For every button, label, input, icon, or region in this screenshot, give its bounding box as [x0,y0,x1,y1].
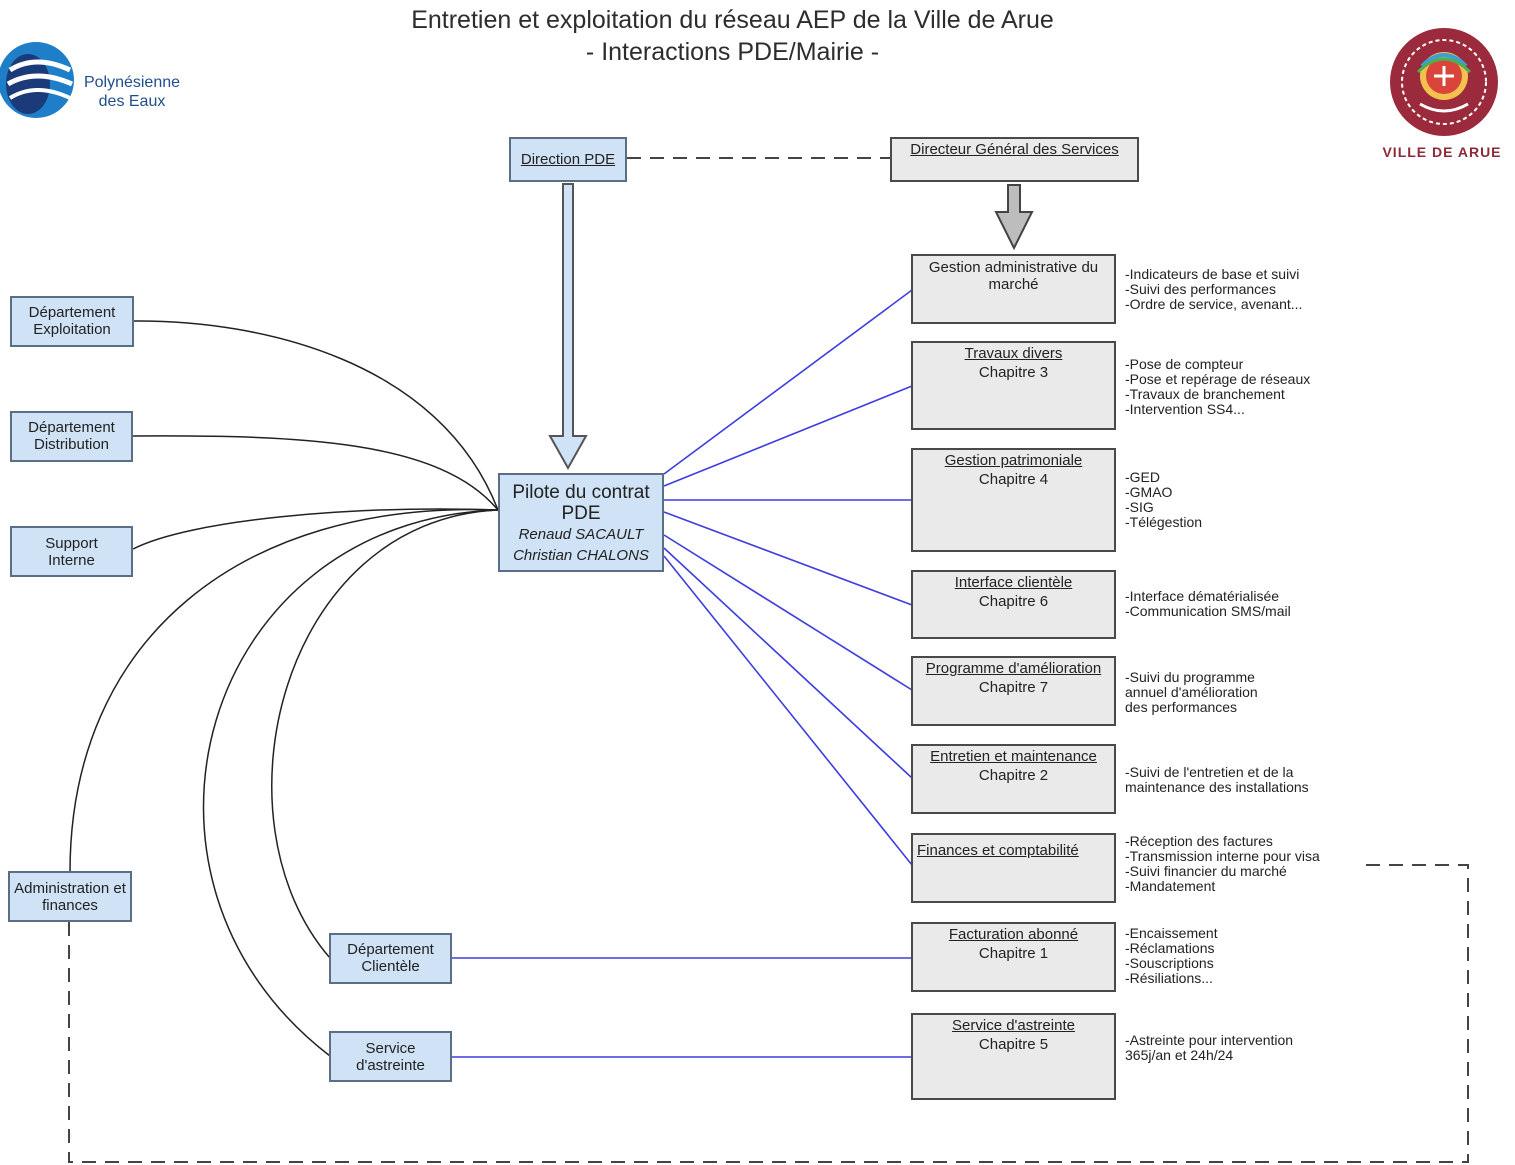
ville-de-arue-label: VILLE DE ARUE [1382,144,1502,160]
ville-de-arue-seal-icon [1390,28,1498,136]
mairie-box-interface-clientele: Interface clientèle Chapitre 6 [911,570,1116,639]
mairie-box-entretien-maintenance: Entretien et maintenance Chapitre 2 [911,744,1116,814]
dashed-loop-finances [68,864,1469,1163]
dept-exploitation-box: Département Exploitation [10,296,134,347]
mairie-box-travaux-divers: Travaux divers Chapitre 3 [911,341,1116,430]
dept-clientele-box: Département Clientèle [329,933,452,984]
pilote-contrat-box: Pilote du contrat PDE Renaud SACAULT Chr… [498,473,664,572]
notes-interface-clientele: -Interface dématérialisée-Communication … [1125,588,1291,619]
diagram-subtitle: - Interactions PDE/Mairie - [585,38,880,66]
link-programme [663,534,913,691]
support-interne-box: Support Interne [10,526,133,577]
logo-left-text: Polynésienne des Eaux [83,74,181,110]
curve-exploitation [133,320,499,511]
direction-arrow [548,183,588,471]
notes-gestion-administrative: -Indicateurs de base et suivi-Suivi des … [1125,266,1303,312]
notes-gestion-patrimoniale: -GED-GMAO-SIG-Télégestion [1125,469,1203,530]
curve-support [132,508,499,550]
mairie-box-facturation-abonne: Facturation abonné Chapitre 1 [911,922,1116,992]
curve-distribution [132,435,499,511]
link-travaux [663,385,913,487]
admin-finances-box: Administration et finances [8,871,132,922]
pilote-title: Pilote du contrat PDE [512,482,650,524]
link-interface [663,511,913,606]
dgs-arrow [994,184,1034,251]
link-entretien [663,547,913,779]
mairie-box-programme-amelioration: Programme d'amélioration Chapitre 7 [911,656,1116,726]
polynesienne-des-eaux-logo [0,42,74,118]
curve-astreinte [202,509,499,1057]
notes-facturation-abonne: -Encaissement-Réclamations-Souscriptions… [1125,925,1218,986]
mairie-box-service-astreinte: Service d'astreinte Chapitre 5 [911,1013,1116,1100]
curve-admin [69,508,499,873]
link-finances [663,555,913,866]
directeur-general-box: Directeur Général des Services [890,137,1139,182]
curve-clientele [271,509,499,959]
diagram-title: Entretien et exploitation du réseau AEP … [411,6,1054,34]
mairie-box-gestion-patrimoniale: Gestion patrimoniale Chapitre 4 [911,448,1116,552]
notes-finances-comptabilite: -Réception des factures-Transmission int… [1125,833,1320,894]
dept-distribution-box: Département Distribution [10,411,133,462]
curve-clientele-2 [292,510,498,958]
pilote-name-1: Renaud SACAULT [518,526,644,543]
pilote-name-2: Christian CHALONS [513,547,649,564]
mairie-box-gestion-administrative: Gestion administrative du marché [911,254,1116,324]
direction-pde-box: Direction PDE [509,137,627,182]
notes-travaux-divers: -Pose de compteur-Pose et repérage de ré… [1125,356,1311,417]
service-astreinte-box: Service d'astreinte [329,1031,452,1082]
link-gestion-admin [663,289,913,475]
mairie-box-finances-comptabilite: Finances et comptabilité [911,833,1116,903]
